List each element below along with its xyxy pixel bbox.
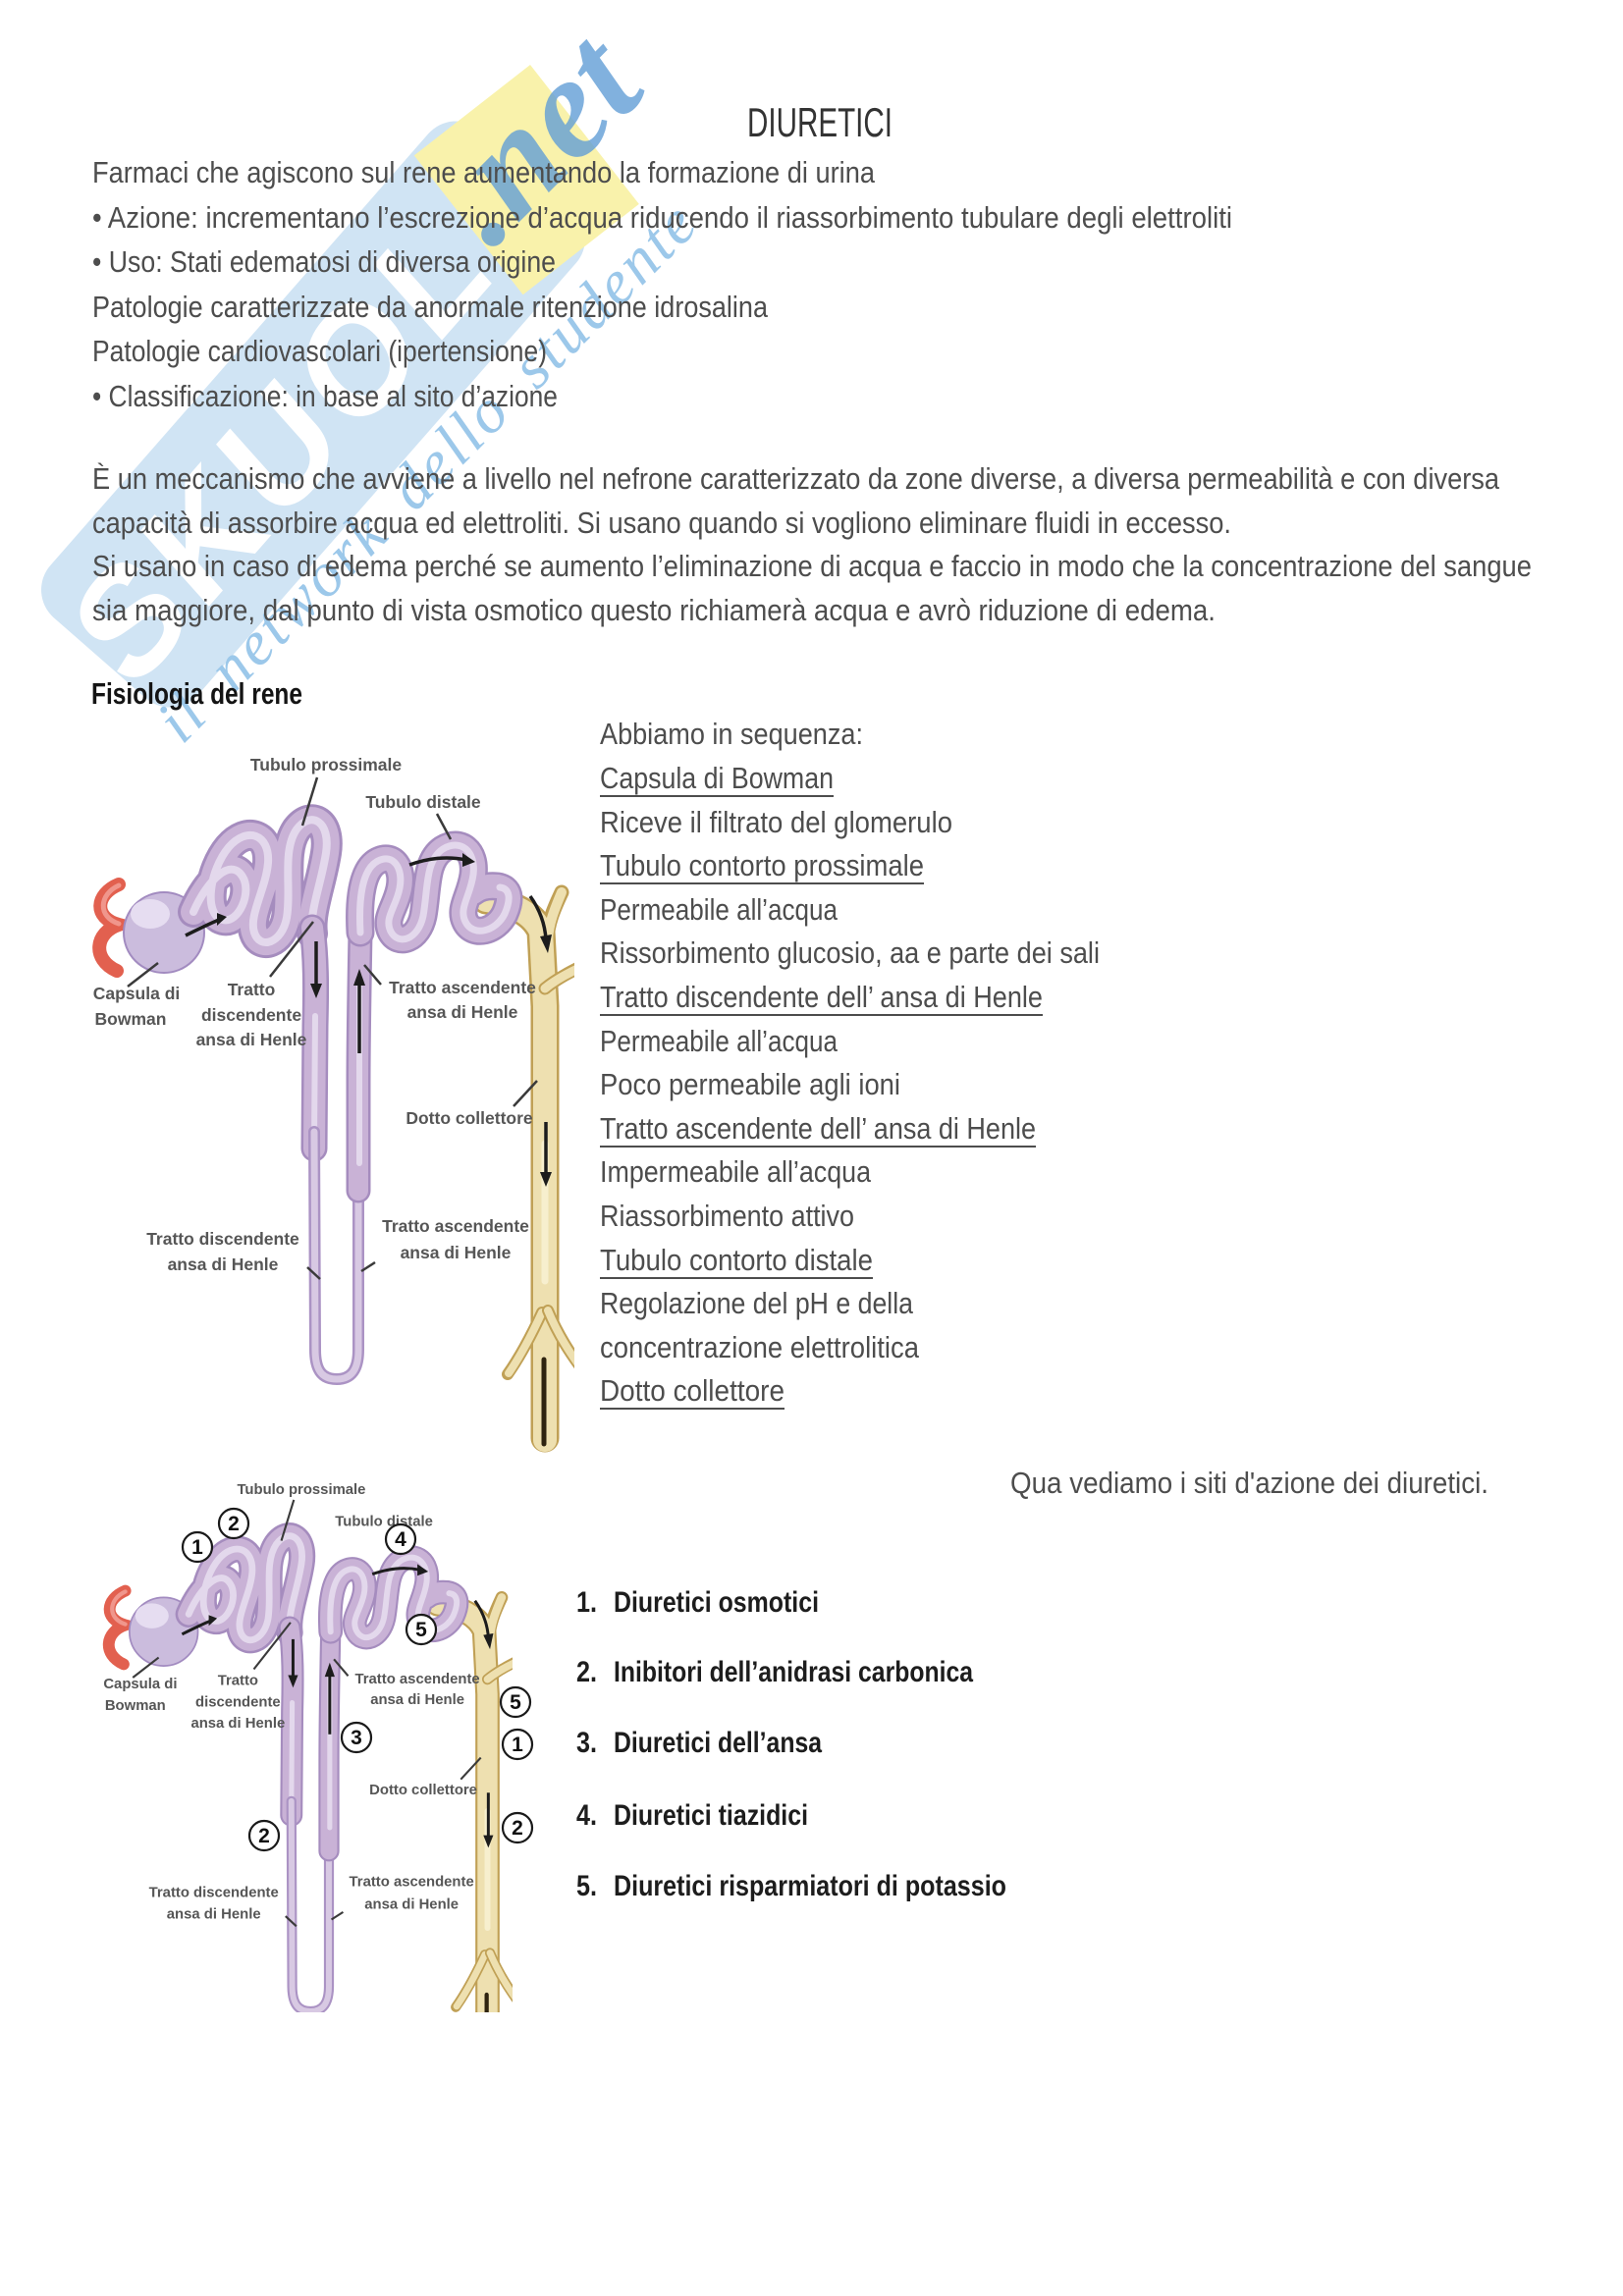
svg-text:3: 3 xyxy=(351,1727,362,1749)
svg-text:2: 2 xyxy=(228,1513,240,1535)
svg-text:1: 1 xyxy=(512,1734,523,1756)
svg-text:5: 5 xyxy=(415,1619,427,1641)
svg-text:2: 2 xyxy=(512,1817,523,1840)
svg-text:1: 1 xyxy=(191,1536,203,1559)
svg-text:4: 4 xyxy=(395,1528,406,1551)
svg-text:5: 5 xyxy=(510,1691,521,1714)
svg-text:2: 2 xyxy=(258,1825,270,1847)
